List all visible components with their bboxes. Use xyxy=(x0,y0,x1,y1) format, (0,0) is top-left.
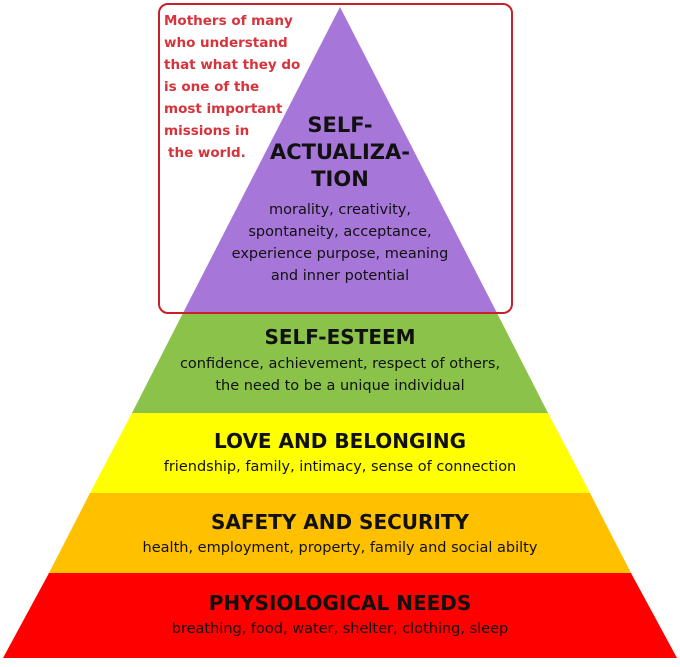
level-desc-line: the need to be a unique individual xyxy=(215,378,465,394)
tier-self-esteem xyxy=(132,313,548,413)
level-title-line: TION xyxy=(311,167,369,191)
annotation-line: that what they do xyxy=(164,57,301,73)
level-desc-line: morality, creativity, xyxy=(268,202,411,218)
level-physiological: PHYSIOLOGICAL NEEDS breathing, food, wat… xyxy=(0,589,680,640)
tier-love-belonging xyxy=(90,413,590,493)
tier-self-actualization xyxy=(183,7,497,313)
level-desc-line: confidence, achievement, respect of othe… xyxy=(179,356,501,372)
annotation-line: Mothers of many xyxy=(164,13,293,29)
level-title: PHYSIOLOGICAL NEEDS xyxy=(208,591,472,615)
level-self-esteem: SELF-ESTEEM confidence, achievement, res… xyxy=(0,323,680,397)
level-title: LOVE AND BELONGING xyxy=(213,429,467,453)
level-title-line: SELF- xyxy=(307,113,373,137)
level-title: SAFETY AND SECURITY xyxy=(210,510,470,534)
level-safety-security: SAFETY AND SECURITY health, employment, … xyxy=(0,508,680,559)
tier-safety-security xyxy=(49,493,631,573)
annotation-box xyxy=(158,3,513,314)
level-desc-line: friendship, family, intimacy, sense of c… xyxy=(163,459,517,475)
annotation-line: who understand xyxy=(164,35,288,51)
level-desc-line: health, employment, property, family and… xyxy=(142,540,538,556)
level-title-line: ACTUALIZA- xyxy=(269,140,411,164)
level-love-belonging: LOVE AND BELONGING friendship, family, i… xyxy=(0,427,680,478)
annotation-note: Mothers of many who understand that what… xyxy=(164,10,301,164)
tier-physiological xyxy=(3,573,677,658)
level-title: SELF-ESTEEM xyxy=(264,325,416,349)
annotation-line: missions in xyxy=(164,123,250,139)
level-desc-line: breathing, food, water, shelter, clothin… xyxy=(171,621,509,637)
annotation-line: is one of the xyxy=(164,79,260,95)
annotation-line: the world. xyxy=(168,145,246,161)
annotation-line: most important xyxy=(164,101,283,117)
level-desc-line: and inner potential xyxy=(270,268,410,284)
level-self-actualization: SELF- ACTUALIZA- TION morality, creativi… xyxy=(0,112,680,287)
level-desc-line: experience purpose, meaning xyxy=(231,246,449,262)
level-desc-line: spontaneity, acceptance, xyxy=(248,224,432,240)
